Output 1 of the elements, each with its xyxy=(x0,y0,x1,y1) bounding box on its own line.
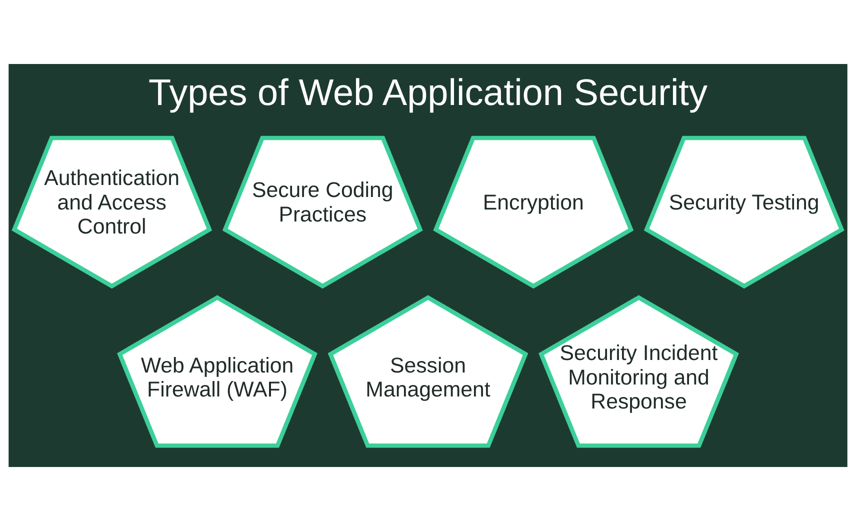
diagram-title: Types of Web Application Security xyxy=(148,71,708,114)
